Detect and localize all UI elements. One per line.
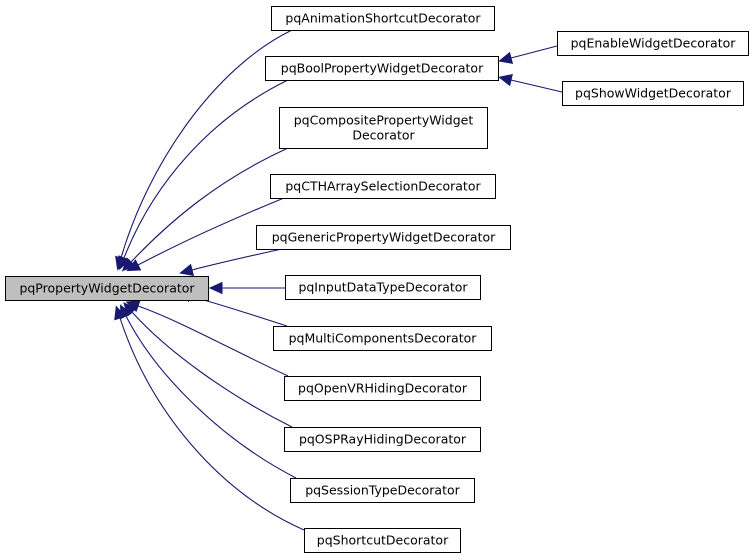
class-node-show[interactable]: pqShowWidgetDecorator [562, 81, 744, 106]
nodes-layer: pqPropertyWidgetDecorator pqAnimationShor… [5, 6, 749, 553]
class-node-input[interactable]: pqInputDataTypeDecorator [285, 275, 481, 300]
edges-layer [114, 29, 563, 531]
edge-enable-to-bool [498, 45, 558, 64]
node-box [284, 376, 481, 401]
node-box [273, 326, 492, 351]
edge-line [137, 197, 285, 266]
node-label: pqShortcutDecorator [317, 533, 449, 548]
class-node-multi[interactable]: pqMultiComponentsDecorator [273, 326, 492, 351]
class-node-generic[interactable]: pqGenericPropertyWidgetDecorator [256, 225, 511, 250]
node-box [304, 528, 461, 553]
node-box [271, 6, 495, 31]
edge-session-to-root [119, 304, 297, 479]
edge-line [120, 29, 293, 259]
edge-line [510, 79, 563, 93]
edge-line [119, 317, 305, 531]
node-box [557, 31, 749, 56]
class-node-enable[interactable]: pqEnableWidgetDecorator [557, 31, 749, 56]
node-box [562, 81, 744, 106]
arrow-head-icon [179, 263, 195, 276]
node-box [256, 225, 511, 250]
edge-line [131, 311, 293, 428]
edge-ospray-to-root [123, 302, 293, 428]
node-box [270, 174, 496, 199]
edge-generic-to-root [179, 248, 283, 276]
node-label: pqSessionTypeDecorator [305, 483, 460, 498]
class-node-shortcut[interactable]: pqShortcutDecorator [304, 528, 461, 553]
node-label: pqOSPRayHidingDecorator [299, 432, 467, 447]
edge-shortcut-to-root [114, 305, 305, 531]
node-label: pqInputDataTypeDecorator [298, 280, 468, 295]
class-node-openvr[interactable]: pqOpenVRHidingDecorator [284, 376, 481, 401]
node-label: pqCTHArraySelectionDecorator [285, 179, 481, 194]
node-box [284, 427, 481, 452]
node-label: pqBoolPropertyWidgetDecorator [281, 61, 484, 76]
edge-line [510, 45, 558, 59]
arrow-head-icon [498, 51, 514, 64]
class-node-root[interactable]: pqPropertyWidgetDecorator [5, 276, 209, 301]
arrow-head-icon [114, 305, 127, 321]
edge-cth-to-root [126, 197, 285, 272]
node-box [265, 56, 499, 81]
edge-line [191, 248, 283, 271]
edge-line [137, 305, 289, 377]
class-node-ospray[interactable]: pqOSPRayHidingDecorator [284, 427, 481, 452]
edge-input-to-root [208, 281, 285, 295]
class-node-animation[interactable]: pqAnimationShortcutDecorator [271, 6, 495, 31]
node-box [285, 275, 481, 300]
arrow-head-icon [208, 281, 223, 295]
node-label: pqPropertyWidgetDecorator [19, 281, 195, 296]
edge-line [125, 315, 297, 479]
node-label: pqShowWidgetDecorator [575, 86, 732, 101]
edge-line [130, 147, 289, 263]
node-box [290, 478, 475, 503]
node-label: pqEnableWidgetDecorator [571, 36, 737, 51]
arrow-head-icon [126, 259, 142, 272]
node-box [5, 276, 209, 301]
edge-line [123, 79, 289, 259]
node-label: pqCompositePropertyWidget [294, 113, 474, 128]
node-box [279, 107, 488, 149]
node-label: pqOpenVRHidingDecorator [298, 381, 468, 396]
edge-show-to-bool [498, 74, 563, 93]
node-label: Decorator [352, 128, 415, 143]
node-label: pqMultiComponentsDecorator [289, 331, 478, 346]
class-node-cth[interactable]: pqCTHArraySelectionDecorator [270, 174, 496, 199]
edge-openvr-to-root [125, 300, 289, 377]
node-label: pqAnimationShortcutDecorator [285, 11, 481, 26]
node-label: pqGenericPropertyWidgetDecorator [272, 230, 496, 245]
class-node-session[interactable]: pqSessionTypeDecorator [290, 478, 475, 503]
arrow-head-icon [498, 74, 513, 87]
class-node-bool[interactable]: pqBoolPropertyWidgetDecorator [265, 56, 499, 81]
